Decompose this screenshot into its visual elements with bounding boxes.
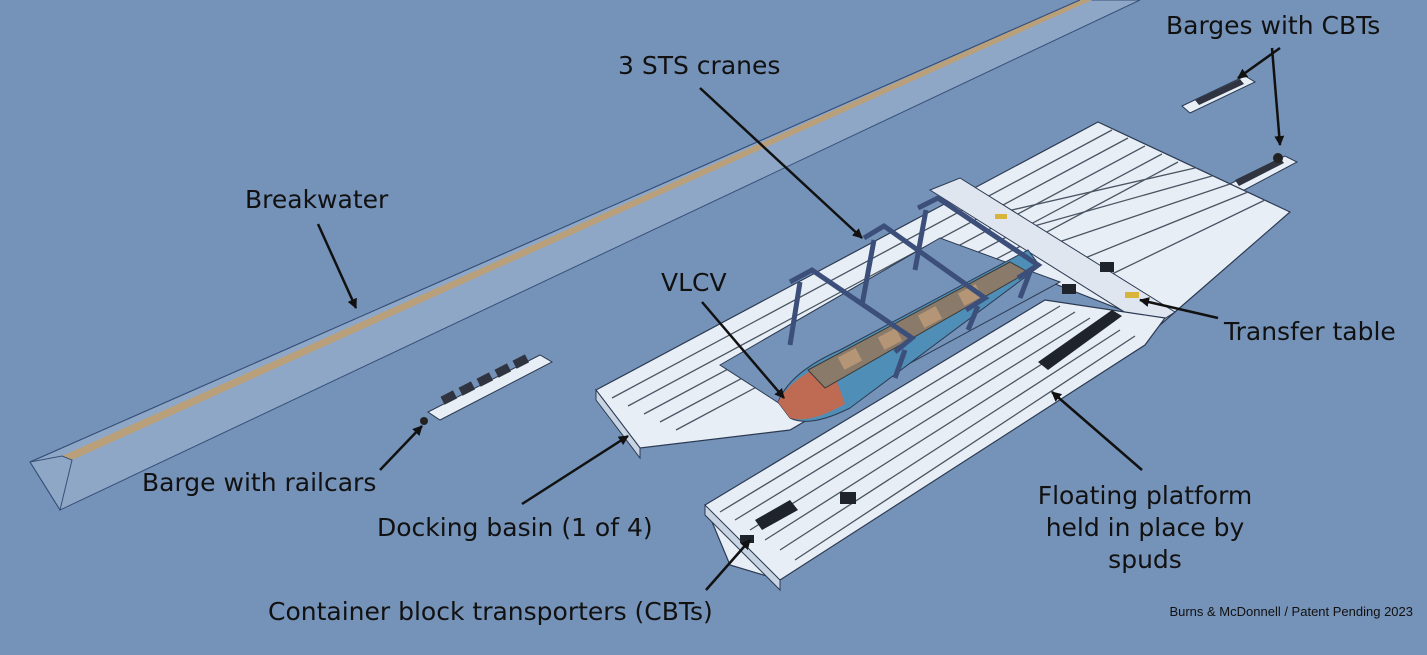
- barges-cbt-shapes: [1181, 75, 1299, 197]
- label-floating-platform-line-2: held in place by: [1045, 513, 1245, 542]
- label-container-block-transporters: Container block transporters (CBTs): [268, 597, 713, 626]
- lower-platform: [704, 262, 1167, 592]
- label-floating-platform-line-1: Floating platform: [1037, 481, 1253, 510]
- label-barge-with-railcars: Barge with railcars: [142, 468, 377, 497]
- label-docking-basin: Docking basin (1 of 4): [377, 513, 653, 542]
- label-breakwater: Breakwater: [245, 185, 389, 214]
- label-barges-with-cbts: Barges with CBTs: [1166, 11, 1381, 40]
- label-vlcv: VLCV: [661, 268, 727, 297]
- leader-arrows: [316, 46, 1285, 591]
- label-floating-platform: Floating platform held in place by spuds: [1030, 480, 1260, 576]
- barge-railcars-shape: [420, 354, 554, 425]
- label-sts-cranes: 3 STS cranes: [618, 51, 781, 80]
- label-transfer-table: Transfer table: [1224, 317, 1396, 346]
- credit-line: Burns & McDonnell / Patent Pending 2023: [1169, 604, 1413, 619]
- sts-cranes: [787, 195, 1043, 379]
- breakwater-structure: [29, 0, 1141, 512]
- label-floating-platform-line-3: spuds: [1108, 545, 1182, 574]
